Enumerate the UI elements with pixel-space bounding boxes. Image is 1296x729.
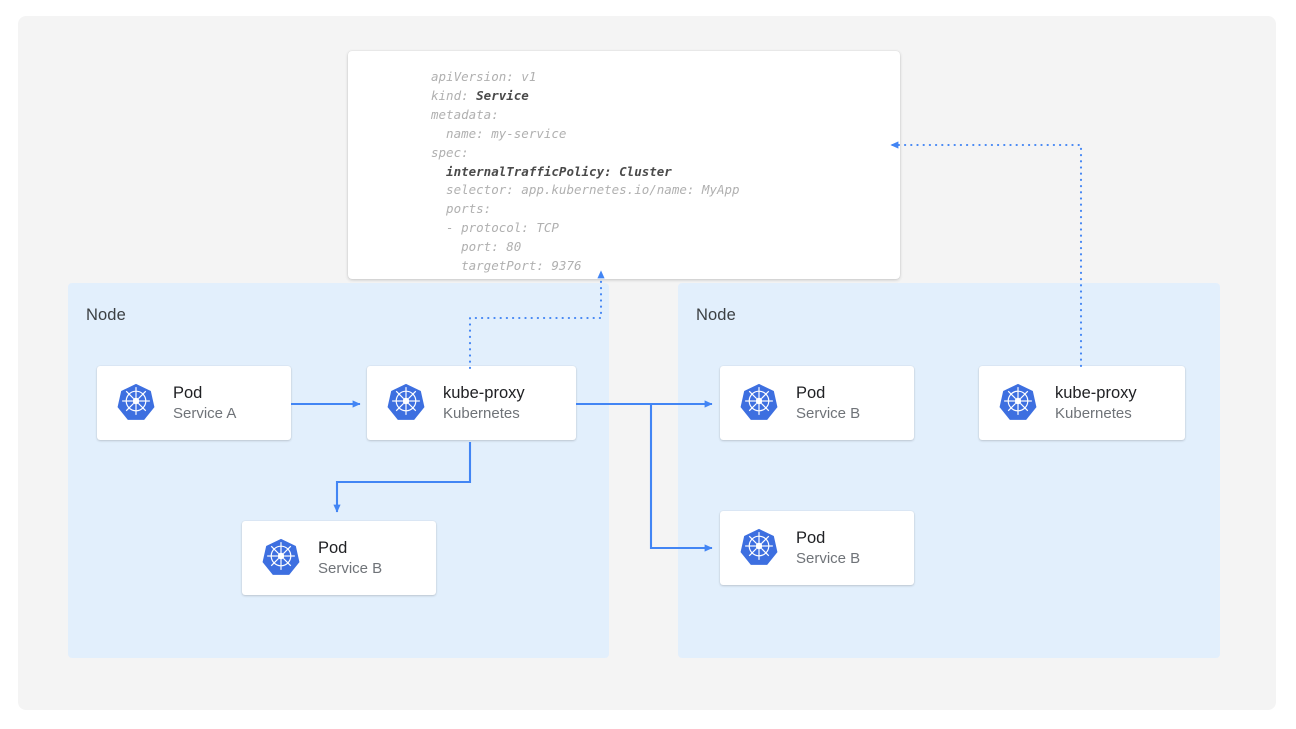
kubernetes-logo-icon (999, 382, 1037, 425)
node-label-left: Node (86, 306, 126, 324)
kubernetes-logo-icon (387, 382, 425, 425)
card-pod-service-b-right-top[interactable]: Pod Service B (720, 366, 914, 440)
card-subtitle: Service A (173, 404, 237, 422)
card-title: Pod (796, 383, 826, 402)
node-label-right: Node (696, 306, 736, 324)
card-text: Pod Service B (318, 538, 382, 579)
kubernetes-logo-icon (262, 537, 300, 580)
card-pod-service-b-left[interactable]: Pod Service B (242, 521, 436, 595)
card-subtitle: Kubernetes (1055, 404, 1132, 422)
diagram-canvas: apiVersion: v1 kind: Service metadata: n… (18, 16, 1276, 710)
kubernetes-logo-icon (117, 382, 155, 425)
card-subtitle: Service B (796, 404, 861, 422)
card-kube-proxy-right[interactable]: kube-proxy Kubernetes (979, 366, 1185, 440)
node-region-left (68, 283, 609, 658)
kubernetes-logo-icon (740, 527, 778, 570)
card-pod-service-b-right-bottom[interactable]: Pod Service B (720, 511, 914, 585)
card-text: kube-proxy Kubernetes (443, 383, 525, 424)
card-pod-service-a[interactable]: Pod Service A (97, 366, 291, 440)
card-title: Pod (173, 383, 203, 402)
card-title: Pod (796, 528, 826, 547)
node-region-right (678, 283, 1220, 658)
service-yaml-code: apiVersion: v1 kind: Service metadata: n… (431, 69, 740, 274)
kubernetes-logo-icon (740, 382, 778, 425)
card-text: Pod Service A (173, 383, 236, 424)
card-title: Pod (318, 538, 348, 557)
card-text: kube-proxy Kubernetes (1055, 383, 1137, 424)
card-text: Pod Service B (796, 383, 860, 424)
card-subtitle: Kubernetes (443, 404, 520, 422)
card-subtitle: Service B (318, 559, 383, 577)
card-title: kube-proxy (1055, 383, 1137, 402)
card-subtitle: Service B (796, 549, 861, 567)
card-kube-proxy-left[interactable]: kube-proxy Kubernetes (367, 366, 576, 440)
card-title: kube-proxy (443, 383, 525, 402)
card-text: Pod Service B (796, 528, 860, 569)
service-spec-card: apiVersion: v1 kind: Service metadata: n… (348, 51, 900, 279)
